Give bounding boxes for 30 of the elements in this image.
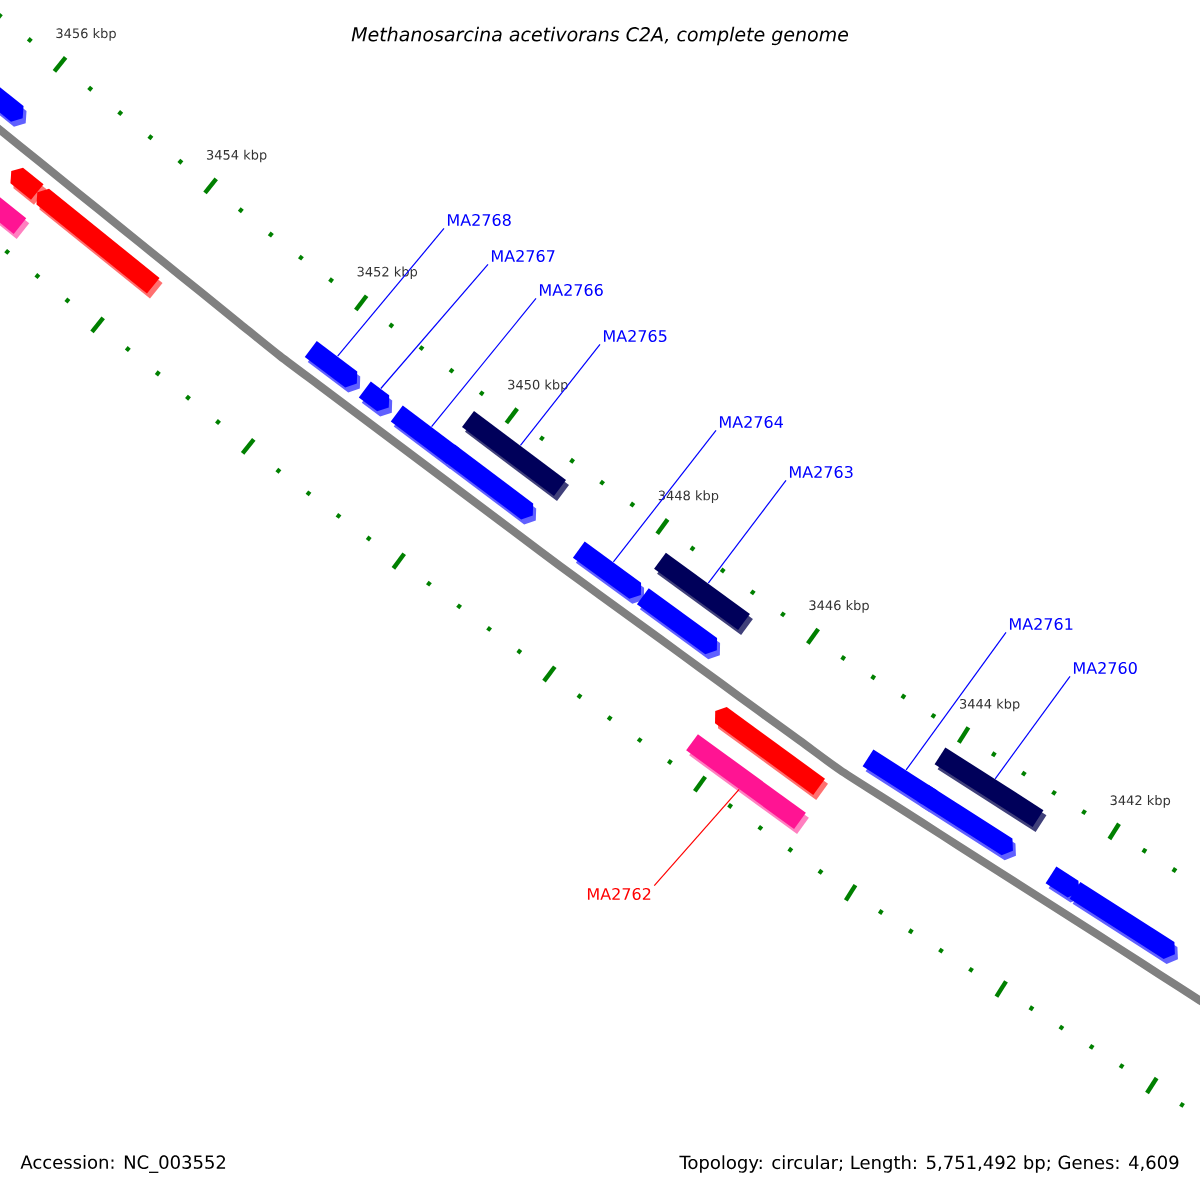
gene-label: MA2768	[447, 213, 511, 227]
leader-line	[337, 227, 445, 357]
gene-bar	[715, 707, 828, 800]
leader-line	[707, 479, 787, 584]
leader-line	[519, 343, 601, 447]
gene-label: MA2766	[539, 283, 603, 297]
gene-label: MA2765	[604, 329, 667, 343]
gene-bar	[36, 188, 163, 299]
title: Methanosarcina acetivorans C2A, complete genome	[351, 26, 849, 46]
leader-line	[994, 675, 1071, 780]
gene-bar	[654, 552, 753, 636]
gene-bar	[358, 381, 393, 417]
leader-line	[612, 429, 717, 563]
genome-info-text: Topology: circular; Length: 5,751,492 bp; Genes: 4,609	[679, 1155, 1179, 1173]
gene-label: MA2763	[790, 465, 853, 479]
gene-bar	[304, 341, 361, 393]
gene-label: MA2761	[1010, 617, 1073, 631]
gene-label: MA2767	[491, 249, 555, 263]
gene-label: MA2760	[1074, 661, 1137, 675]
gene-bar	[934, 747, 1047, 832]
accession-text: Accession: NC_003552	[20, 1155, 226, 1173]
gene-label: MA2762	[587, 887, 651, 901]
gene-bar	[1069, 881, 1178, 964]
gene-bar	[572, 541, 645, 604]
gene-label: MA2764	[720, 415, 783, 429]
leader-line	[653, 788, 740, 887]
gene-bar	[462, 411, 569, 501]
leader-line	[380, 263, 489, 390]
leader-line	[430, 297, 537, 428]
leader-line	[905, 631, 1007, 771]
